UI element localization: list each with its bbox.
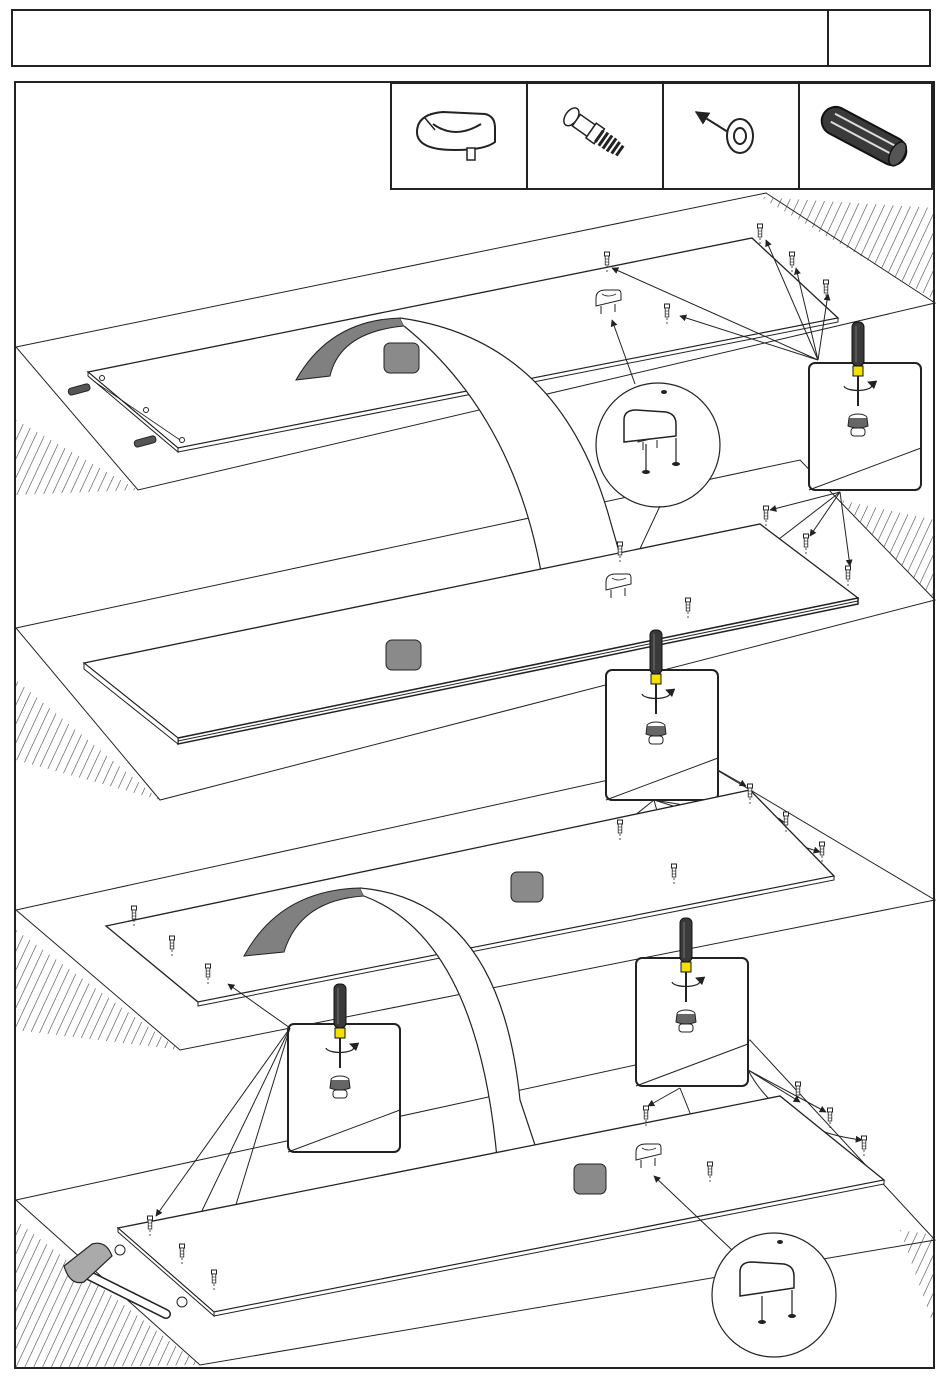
panel-2 <box>84 524 858 744</box>
